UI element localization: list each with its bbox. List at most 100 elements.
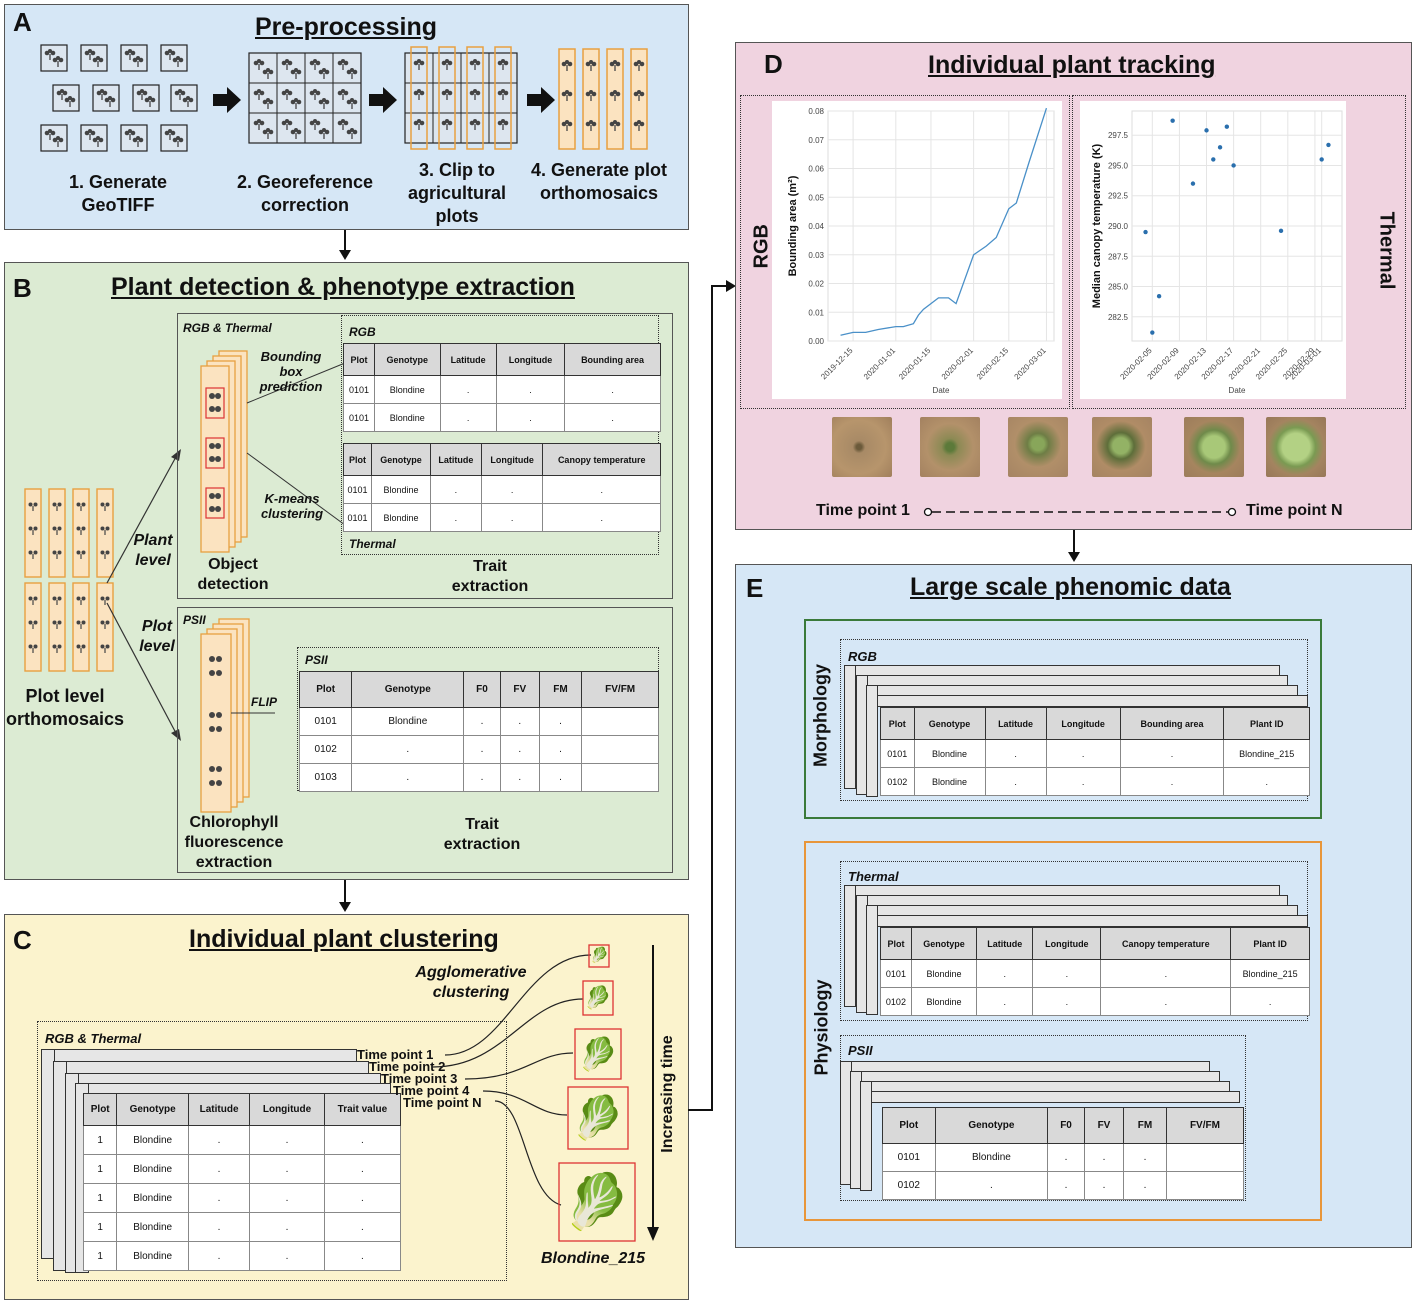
panel-b-title: Plant detection & phenotype extraction xyxy=(111,273,575,301)
scatter-point xyxy=(1156,294,1162,299)
physiology-label: Physiology xyxy=(811,979,832,1076)
table-cell: 1 xyxy=(82,1125,118,1155)
b-thermal-table-label: Thermal xyxy=(349,537,396,551)
panel-e-title: Large scale phenomic data xyxy=(910,573,1231,601)
connector-c-to-d xyxy=(688,280,736,1111)
column-header: F0 xyxy=(463,671,501,708)
rgb-chart-box xyxy=(740,95,1070,409)
column-header: FV xyxy=(499,671,540,708)
plot-level-orthomosaics-label: Plot level orthomosaics xyxy=(5,686,125,729)
psii-label: PSII xyxy=(183,613,206,627)
table-cell: . xyxy=(480,475,544,504)
column-header: Latitude xyxy=(430,443,482,476)
column-header: FM xyxy=(1123,1107,1167,1144)
panel-e-letter: E xyxy=(746,573,764,603)
table-cell: . xyxy=(187,1212,251,1242)
b-psii-table-label: PSII xyxy=(305,653,328,667)
table-cell xyxy=(1165,1171,1245,1200)
table-cell: . xyxy=(499,763,540,792)
arrow-b-to-c xyxy=(339,880,351,912)
panel-d-title: Individual plant tracking xyxy=(928,51,1216,79)
b-rgb-table-label: RGB xyxy=(349,325,376,339)
table-cell: . xyxy=(499,707,540,736)
plant-photo-5 xyxy=(1184,417,1244,477)
plant-photo-3 xyxy=(1008,417,1068,477)
increasing-time-label: Increasing time xyxy=(659,1035,676,1153)
table-cell: . xyxy=(495,375,566,404)
table-cell: . xyxy=(984,767,1047,796)
table-cell: . xyxy=(542,503,661,532)
plant-photo-1 xyxy=(832,417,892,477)
e-psii-sheet-side-3 xyxy=(860,1081,872,1191)
table-cell: . xyxy=(1045,739,1121,768)
plant-icon-t1: 🥬 xyxy=(590,947,609,964)
x-tick-label: 2020-01-15 xyxy=(897,346,933,382)
table-cell: . xyxy=(976,959,1034,988)
e-thermal-sheet-side-1 xyxy=(844,885,856,1007)
table-cell: . xyxy=(1047,1171,1085,1200)
column-header: FV/FM xyxy=(581,671,659,708)
table-cell: 0101 xyxy=(343,475,372,504)
table-cell: 0101 xyxy=(882,1143,936,1172)
y-tick-label: 290.0 xyxy=(1108,222,1129,231)
rgb-thermal-tables-box xyxy=(341,315,659,555)
e-rgb-label: RGB xyxy=(848,649,877,664)
thermal-chart-box xyxy=(1072,95,1406,409)
y-tick-label: 285.0 xyxy=(1108,283,1129,292)
plant-photo-2 xyxy=(920,417,980,477)
column-header: Bounding area xyxy=(1119,707,1225,740)
y-tick-label: 0.05 xyxy=(808,193,824,202)
table-cell: . xyxy=(542,475,661,504)
table-cell: . xyxy=(564,403,661,432)
y-axis-label: Bounding area (m²) xyxy=(787,175,799,276)
timeline xyxy=(923,507,1237,517)
table-cell: 0102 xyxy=(298,735,353,764)
table-cell: . xyxy=(1223,767,1310,796)
table-cell: Blondine xyxy=(910,987,978,1016)
column-header: Trait value xyxy=(323,1093,402,1126)
e-psii-sheet-4 xyxy=(870,1091,1240,1103)
panel-e: E Large scale phenomic data Morphology R… xyxy=(735,564,1412,1248)
arrow-d-to-e xyxy=(1068,530,1080,562)
morphology-label: Morphology xyxy=(810,664,831,767)
preprocessing-illustration xyxy=(5,39,648,189)
scatter-point xyxy=(1150,330,1155,335)
panel-c: C Individual plant clustering Agglomerat… xyxy=(4,914,689,1300)
x-tick-label: 2020-03-01 xyxy=(1013,346,1049,382)
y-tick-label: 0.08 xyxy=(808,107,824,116)
scatter-point xyxy=(1231,163,1236,168)
table-cell: 0101 xyxy=(880,959,912,988)
table-cell: . xyxy=(463,763,501,792)
column-header: Longitude xyxy=(249,1093,325,1126)
table-cell: . xyxy=(351,735,465,764)
scatter-point xyxy=(1319,157,1324,162)
table-cell: . xyxy=(1083,1143,1125,1172)
y-tick-label: 292.5 xyxy=(1108,192,1129,201)
scatter-point xyxy=(1170,118,1175,123)
y-tick-label: 0.01 xyxy=(808,308,824,317)
table-cell: Blondine xyxy=(370,503,432,532)
table-row: 0103.... xyxy=(298,763,659,792)
table-cell: 0101 xyxy=(343,403,375,432)
table-cell xyxy=(581,707,659,736)
table-cell: . xyxy=(430,475,482,504)
plant-level-label: Plant level xyxy=(133,532,173,569)
column-header: Longitude xyxy=(1032,927,1102,960)
arrow-a-to-b xyxy=(339,230,351,260)
column-header: Canopy temperature xyxy=(542,443,661,476)
column-header: Genotype xyxy=(934,1107,1049,1144)
column-header: Plot xyxy=(880,927,912,960)
step-1-label: 1. Generate GeoTIFF xyxy=(68,172,168,215)
panel-c-letter: C xyxy=(13,925,32,955)
